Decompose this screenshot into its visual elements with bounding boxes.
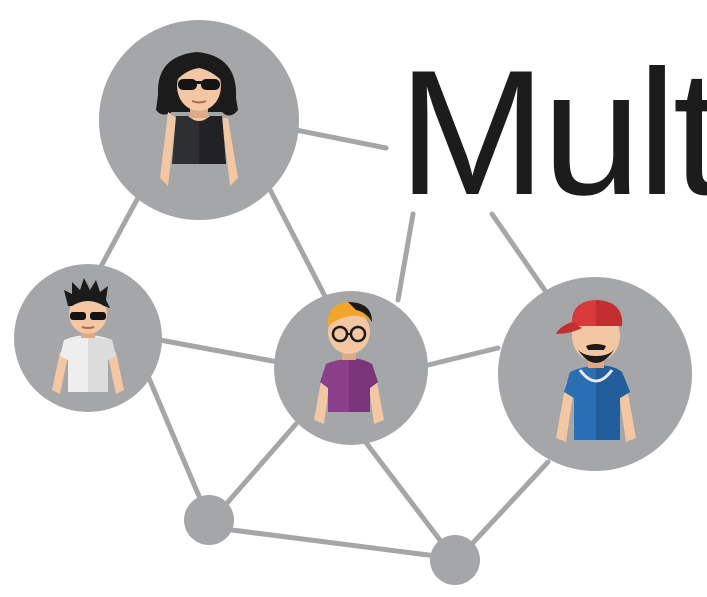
edge-center-capman: [421, 345, 501, 369]
edge-woman-center: [262, 177, 333, 309]
woman-with-sunglasses-icon: [156, 52, 238, 186]
person-with-glasses-icon: [314, 302, 384, 424]
empty-node-right: [430, 535, 480, 585]
edge-woman-title: [283, 125, 389, 151]
man-with-sunglasses-icon: [52, 278, 124, 394]
bearded-man-with-cap-icon: [556, 300, 636, 442]
edge-center-emptyleft: [211, 421, 299, 521]
edge-title-center: [395, 211, 416, 303]
edge-title-capman: [489, 211, 549, 295]
edge-center-emptyright: [361, 437, 449, 551]
edge-woman-man: [95, 191, 143, 275]
empty-node-left: [184, 495, 234, 545]
edge-man-center: [157, 337, 281, 365]
title-word: Mult: [398, 33, 707, 232]
network-edges: [95, 125, 551, 559]
edge-man-emptyleft: [145, 373, 207, 511]
edge-emptyleft-emptyright: [229, 527, 439, 559]
edge-capman-emptyright: [467, 459, 551, 549]
